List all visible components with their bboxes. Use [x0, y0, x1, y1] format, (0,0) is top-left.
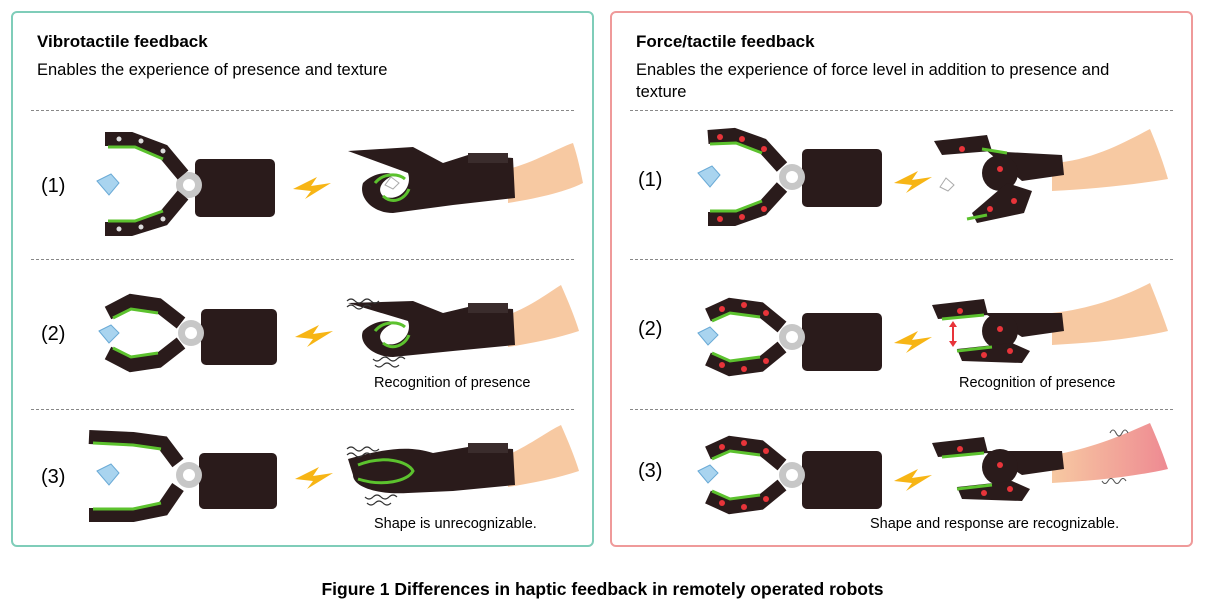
row-caption: Recognition of presence: [374, 375, 531, 391]
force-tactile-illustrations: [697, 127, 1168, 515]
row-label: (2): [638, 318, 663, 340]
row-label: (2): [41, 323, 66, 345]
vibration-lines-icon: [346, 298, 406, 368]
robot-gripper-icon: [88, 430, 277, 522]
vibrotactile-illustrations: [88, 132, 583, 522]
diamond-object-icon: [98, 324, 120, 344]
vibrotactile-panel: Vibrotactile feedback Enables the experi…: [11, 11, 594, 547]
row-label: (1): [638, 169, 663, 191]
lightning-icon: [295, 325, 333, 347]
haptic-glove-hand-icon: [348, 285, 579, 357]
robot-gripper-icon: [705, 297, 882, 377]
lightning-icon: [894, 171, 932, 193]
divider: [31, 409, 574, 410]
divider: [31, 259, 574, 260]
diamond-object-icon: [697, 326, 719, 346]
row-label: (1): [41, 175, 66, 197]
row-caption: Shape is unrecognizable.: [374, 516, 537, 532]
row-caption: Recognition of presence: [959, 375, 1116, 391]
haptic-glove-hand-icon: [932, 423, 1168, 501]
diamond-object-icon: [96, 463, 120, 486]
panel-title: Force/tactile feedback: [636, 32, 815, 51]
figure-caption: Figure 1 Differences in haptic feedback …: [321, 579, 884, 599]
divider: [630, 409, 1173, 410]
robot-gripper-icon: [104, 293, 277, 373]
force-tactile-panel: Force/tactile feedback Enables the exper…: [610, 11, 1193, 547]
haptic-glove-hand-icon: [932, 283, 1168, 363]
lightning-icon: [295, 467, 333, 489]
robot-gripper-icon: [707, 127, 882, 226]
divider: [630, 110, 1173, 111]
haptic-glove-hand-icon: [348, 143, 583, 213]
divider: [630, 259, 1173, 260]
row-label: (3): [41, 466, 66, 488]
force-arrow-icon: [949, 321, 957, 347]
haptic-glove-hand-icon: [934, 129, 1168, 223]
robot-gripper-icon: [105, 132, 275, 236]
divider: [31, 110, 574, 111]
panel-description: Enables the experience of presence and t…: [37, 61, 388, 79]
diamond-object-icon: [697, 165, 721, 188]
haptic-glove-hand-icon: [348, 425, 579, 494]
row-label: (3): [638, 460, 663, 482]
panel-title: Vibrotactile feedback: [37, 32, 208, 51]
diamond-object-icon: [96, 173, 120, 196]
vibration-lines-icon: [1101, 429, 1129, 485]
robot-gripper-icon: [705, 435, 882, 515]
lightning-icon: [894, 469, 932, 491]
lightning-icon: [293, 177, 331, 199]
vibration-lines-icon: [346, 446, 398, 506]
diamond-object-icon: [697, 464, 719, 484]
lightning-icon: [894, 331, 932, 353]
row-caption: Shape and response are recognizable.: [870, 516, 1120, 532]
panel-description: Enables the experience of force level in…: [636, 61, 1110, 101]
